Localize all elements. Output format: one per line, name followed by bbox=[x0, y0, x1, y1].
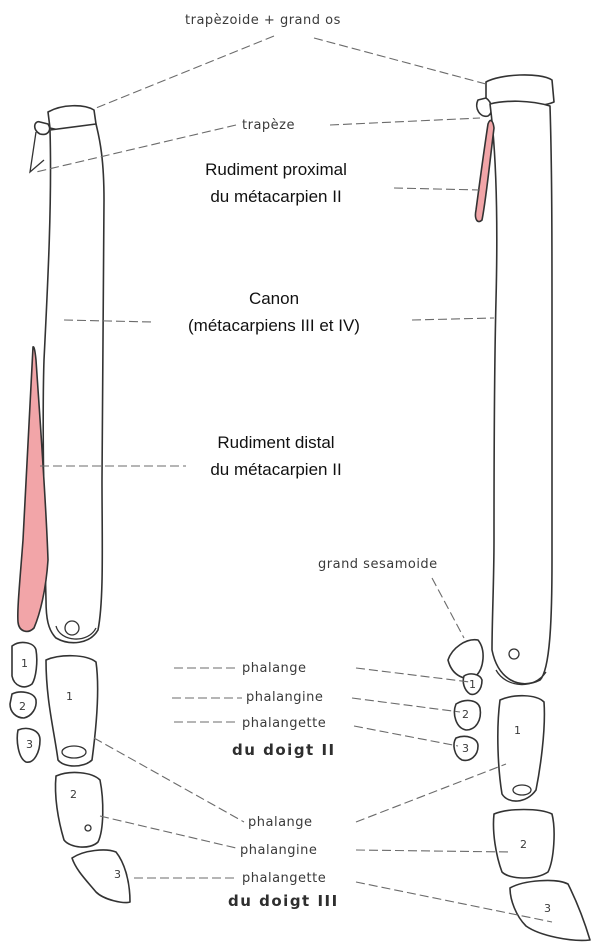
leader-phalange-iii-right bbox=[356, 764, 506, 822]
right-digit-iii-num-3: 3 bbox=[544, 902, 551, 915]
leader-rudiment-proximal bbox=[394, 188, 480, 190]
leader-trapezoide-left bbox=[96, 36, 274, 108]
leader-phalangine-iii-right bbox=[356, 850, 510, 852]
left-digit-iii-phalangine bbox=[55, 773, 102, 848]
label-phalangine-ii: phalangine bbox=[246, 690, 323, 705]
leader-phalangette-ii-right bbox=[354, 726, 458, 746]
leader-phalangine-ii-right bbox=[352, 698, 460, 712]
label-rudiment-proximal-line1: Rudiment proximal bbox=[205, 160, 347, 179]
leader-trapezoide-right bbox=[314, 38, 486, 84]
label-phalangette-iii: phalangette bbox=[242, 871, 326, 886]
left-digit-ii-num-1: 1 bbox=[21, 657, 28, 670]
left-digit-ii-num-3: 3 bbox=[26, 738, 33, 751]
label-canon-line1: Canon bbox=[249, 289, 299, 308]
label-rudiment-proximal-line2: du métacarpien II bbox=[210, 187, 341, 206]
right-digit-iii-num-2: 2 bbox=[520, 838, 527, 851]
label-phalangette-ii: phalangette bbox=[242, 716, 326, 731]
leader-canon-right bbox=[412, 318, 494, 320]
left-digit-iii-phalange bbox=[46, 656, 98, 766]
right-limb: 1 2 3 1 2 3 bbox=[448, 75, 590, 940]
left-trapeze-edge bbox=[30, 132, 44, 172]
label-phalange-iii: phalange bbox=[248, 815, 313, 830]
labels: trapèzoide + grand os trapèze Rudiment p… bbox=[185, 13, 438, 910]
right-rudiment-proximal bbox=[475, 121, 494, 222]
label-phalange-ii: phalange bbox=[242, 661, 307, 676]
leader-phalangine-iii-left bbox=[100, 816, 236, 848]
left-digit-ii-num-2: 2 bbox=[19, 700, 26, 713]
label-rudiment-distal-line2: du métacarpien II bbox=[210, 460, 341, 479]
right-digit-ii-num-3: 3 bbox=[462, 742, 469, 755]
label-canon-line2: (métacarpiens III et IV) bbox=[188, 316, 360, 335]
label-grand-sesamoide: grand sesamoide bbox=[318, 557, 438, 572]
leader-grand-sesamoide bbox=[432, 578, 464, 638]
label-rudiment-distal-line1: Rudiment distal bbox=[217, 433, 334, 452]
right-trapeze bbox=[477, 98, 492, 116]
label-trapezoide-grand-os: trapèzoide + grand os bbox=[185, 13, 341, 28]
left-limb: 1 2 3 1 2 3 bbox=[10, 106, 130, 903]
left-digit-iii-phalangette bbox=[72, 850, 130, 903]
label-du-doigt-iii: du doigt III bbox=[228, 892, 339, 910]
right-digit-iii-num-1: 1 bbox=[514, 724, 521, 737]
leader-trapeze-right bbox=[330, 118, 480, 125]
right-digit-ii-num-1: 1 bbox=[469, 678, 476, 691]
right-canon bbox=[490, 101, 552, 684]
leader-phalange-iii-left bbox=[94, 738, 244, 822]
label-trapeze: trapèze bbox=[242, 118, 295, 133]
right-digit-ii-num-2: 2 bbox=[462, 708, 469, 721]
left-digit-iii-num-3: 3 bbox=[114, 868, 121, 881]
label-du-doigt-ii: du doigt II bbox=[232, 741, 336, 759]
label-phalangine-iii: phalangine bbox=[240, 843, 317, 858]
left-digit-iii-num-2: 2 bbox=[70, 788, 77, 801]
left-canon bbox=[43, 124, 104, 643]
left-trapeze bbox=[35, 122, 50, 135]
left-digit-iii-num-1: 1 bbox=[66, 690, 73, 703]
right-grand-sesamoide bbox=[448, 640, 483, 679]
